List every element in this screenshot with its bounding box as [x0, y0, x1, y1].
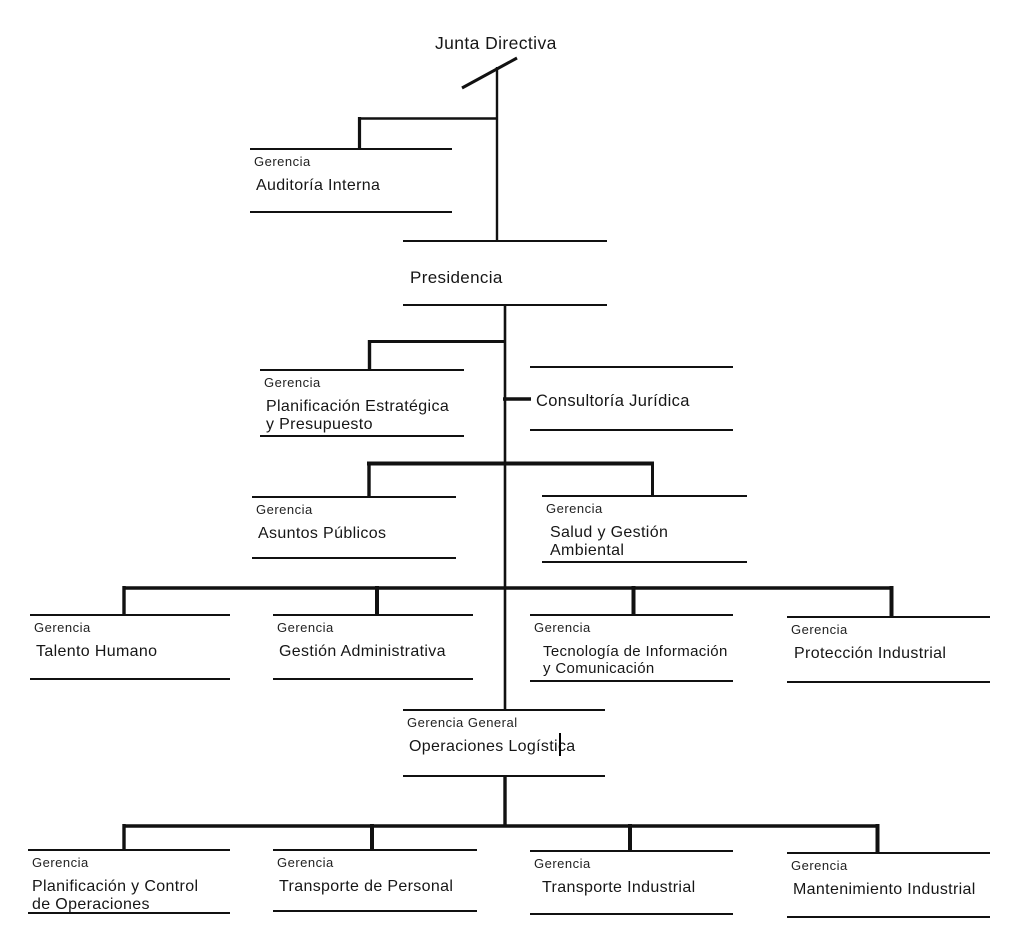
- org-node-auditoria-interna: Gerencia Auditoría Interna: [250, 148, 452, 213]
- node-name: Planificación y Control de Operaciones: [32, 878, 199, 913]
- node-role-label: Gerencia: [32, 855, 89, 870]
- node-name: Operaciones Logística: [409, 738, 576, 755]
- node-name: Consultoría Jurídica: [536, 392, 690, 410]
- node-name: Transporte de Personal: [279, 878, 454, 895]
- org-node-tecnologia-informacion: Gerencia Tecnología de Información y Com…: [530, 614, 733, 682]
- node-name: Auditoría Interna: [256, 177, 381, 194]
- org-node-gestion-administrativa: Gerencia Gestión Administrativa: [273, 614, 473, 680]
- org-node-presidencia: Presidencia: [403, 240, 607, 306]
- node-name: Asuntos Públicos: [258, 525, 387, 542]
- node-name: Talento Humano: [36, 643, 158, 660]
- node-role-label: Gerencia General: [407, 715, 518, 730]
- org-node-transporte-industrial: Gerencia Transporte Industrial: [530, 850, 733, 915]
- org-node-transporte-personal: Gerencia Transporte de Personal: [273, 849, 477, 912]
- node-name: Protección Industrial: [794, 645, 947, 662]
- org-node-operaciones-logistica: Gerencia General Operaciones Logística: [403, 709, 605, 777]
- node-role-label: Gerencia: [277, 855, 334, 870]
- node-role-label: Gerencia: [277, 620, 334, 635]
- node-name: Mantenimiento Industrial: [793, 881, 976, 898]
- org-node-junta-directiva: Junta Directiva: [435, 33, 575, 53]
- node-role-label: Gerencia: [534, 856, 591, 871]
- org-node-planificacion-estrategica: Gerencia Planificación Estratégica y Pre…: [260, 369, 464, 437]
- org-node-talento-humano: Gerencia Talento Humano: [30, 614, 230, 680]
- node-role-label: Gerencia: [256, 502, 313, 517]
- node-role-label: Gerencia: [791, 858, 848, 873]
- org-node-mantenimiento-industrial: Gerencia Mantenimiento Industrial: [787, 852, 990, 918]
- node-role-label: Gerencia: [264, 375, 321, 390]
- node-role-label: Gerencia: [254, 154, 311, 169]
- org-node-asuntos-publicos: Gerencia Asuntos Públicos: [252, 496, 456, 559]
- node-name: Salud y Gestión Ambiental: [550, 524, 669, 559]
- node-role-label: Gerencia: [546, 501, 603, 516]
- connector-line: [461, 56, 518, 90]
- org-node-consultoria-juridica: Consultoría Jurídica: [530, 366, 733, 431]
- node-name: Tecnología de Información y Comunicación: [543, 643, 728, 677]
- node-role-label: Gerencia: [534, 620, 591, 635]
- org-node-planificacion-control: Gerencia Planificación y Control de Oper…: [28, 849, 230, 914]
- org-node-salud-gestion-ambiental: Gerencia Salud y Gestión Ambiental: [542, 495, 747, 563]
- node-name: Planificación Estratégica y Presupuesto: [266, 398, 450, 433]
- org-node-proteccion-industrial: Gerencia Protección Industrial: [787, 616, 990, 683]
- node-name: Gestión Administrativa: [279, 643, 446, 660]
- text-cursor: [559, 733, 561, 756]
- node-role-label: Gerencia: [791, 622, 848, 637]
- node-name: Presidencia: [410, 268, 503, 287]
- node-name: Transporte Industrial: [542, 879, 696, 896]
- node-name: Junta Directiva: [435, 33, 557, 53]
- node-role-label: Gerencia: [34, 620, 91, 635]
